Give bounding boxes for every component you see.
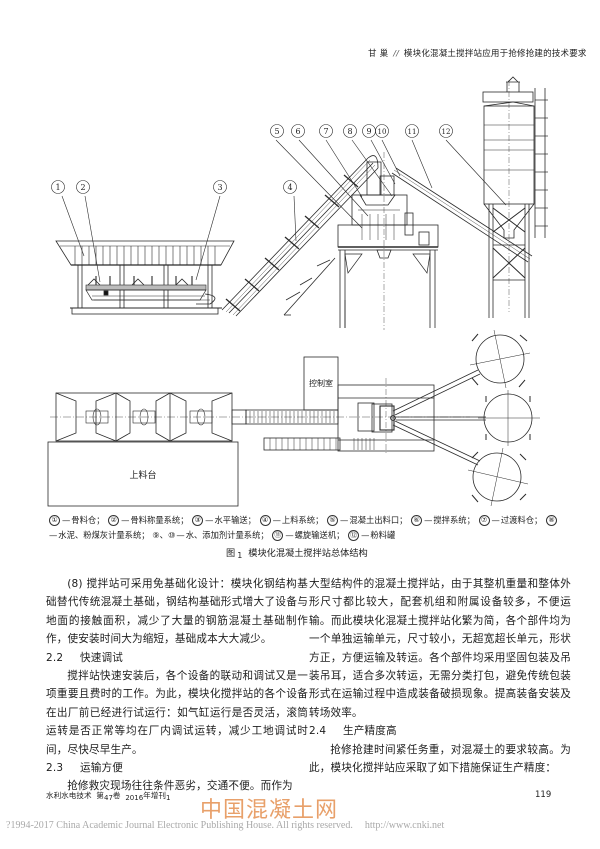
callout-1: 1	[51, 180, 65, 194]
control-room-label: 控制室	[309, 378, 333, 388]
elevation-view: 1 2 3 4 5 6 7 8 9 10 11 12	[51, 76, 548, 330]
svg-text:8: 8	[347, 127, 352, 136]
header-separator: //	[393, 49, 400, 58]
aggregate-bin	[55, 240, 235, 315]
callout-10: 10	[375, 124, 389, 138]
svg-text:3: 3	[217, 183, 222, 192]
svg-text:10: 10	[378, 128, 387, 136]
legend-item: ③—水平输送；	[191, 515, 256, 526]
copyright-line: ?1994-2017 China Academic Journal Electr…	[6, 820, 445, 831]
legend-item: ⑫—粉料罐	[348, 530, 396, 541]
caption-prefix: 图	[226, 548, 236, 559]
legend-item: ⑪—螺旋输送机；	[272, 530, 345, 541]
figure-1-drawing: 1 2 3 4 5 6 7 8 9 10 11 12	[47, 76, 548, 507]
cnki-link[interactable]: http://www.cnki.net	[364, 820, 445, 831]
callouts	[61, 139, 507, 283]
callout-9: 9	[362, 124, 376, 138]
watermark: 中国混凝土网	[200, 798, 339, 823]
paragraph-foundation: (8) 搅拌站可采用免基础化设计：模块化钢结构基础替代传统混凝土基础，钢结构基础…	[46, 578, 308, 646]
cement-silo	[482, 76, 548, 318]
plan-aggregate-bins	[50, 392, 470, 442]
caption-text: 模块化混凝土搅拌站总体结构	[248, 548, 368, 559]
legend-item: ⑦—过渡料仓；	[478, 515, 542, 526]
callout-7: 7	[319, 124, 333, 138]
header-authors: 甘 巢	[368, 49, 389, 59]
figure-legend: ①—骨料仓； ②—骨料称量系统； ③—水平输送； ④—上料系统； ⑤—混凝土出料…	[48, 513, 568, 543]
footer-journal-info: 水利水电技术 第47卷 2016年增刊1	[46, 791, 171, 802]
callout-markers: 1 2 3 4 5 6 7 8 9 10 11 12	[51, 124, 453, 194]
callout-2: 2	[76, 180, 90, 194]
legend-item: ④—上料系统；	[259, 515, 323, 526]
plan-silos	[467, 329, 540, 507]
svg-text:9: 9	[366, 127, 371, 136]
inclined-conveyor	[221, 155, 379, 317]
header-title: 模块化混凝土搅拌站应用于抢修抢建的技术要求	[403, 49, 587, 59]
body-left-column: (8) 搅拌站可采用免基础化设计：模块化钢结构基础替代传统混凝土基础，钢结构基础…	[46, 575, 308, 796]
body-right-column: 大型结构件的混凝土搅拌站，由于其整机重量和整体外形尺寸都比较大，配套机组和附属设…	[309, 575, 571, 777]
legend-item: ⑤—混凝土出料口；	[326, 515, 407, 526]
callout-12: 12	[439, 124, 453, 138]
svg-text:6: 6	[295, 127, 300, 136]
loading-platform-label: 上料台	[129, 469, 156, 481]
svg-text:7: 7	[323, 127, 328, 136]
legend-item: ⑧—水泥、粉煤灰计量系统；	[48, 515, 558, 540]
legend-item: ②—骨料称量系统；	[107, 515, 189, 526]
plan-loading-platform: 上料台	[47, 441, 239, 507]
mixing-plant	[337, 152, 439, 330]
plan-control-room: 控制室	[303, 356, 339, 411]
plan-conveyor	[231, 409, 375, 451]
page-number: 119	[535, 790, 552, 800]
legend-item: ①—骨料仓；	[48, 515, 105, 526]
plan-view: 上料台	[47, 329, 540, 507]
legend-item: ⑥—搅拌系统；	[410, 515, 475, 526]
callout-6: 6	[291, 124, 305, 138]
svg-text:4: 4	[287, 183, 292, 192]
legend-item: ⑨、⑩—水、添加剂计量系统；	[152, 530, 269, 540]
running-header: 甘 巢 // 模块化混凝土搅拌站应用于抢修抢建的技术要求	[368, 47, 587, 59]
plan-mixing-plant	[337, 378, 435, 455]
paragraph-quick-commissioning: 搅拌站快速安装后，各个设备的联动和调试又是一项重要且费时的工作。为此，模块化搅拌…	[46, 670, 308, 756]
callout-3: 3	[213, 180, 227, 194]
svg-text:1: 1	[55, 183, 60, 192]
paragraph-transport-intro: 抢修救灾现场往往条件恶劣，交通不便。而作为	[67, 780, 293, 793]
screw-conveyor	[391, 167, 533, 263]
plan-screw-conveyors	[392, 369, 486, 466]
svg-text:11: 11	[408, 128, 417, 136]
callout-11: 11	[405, 124, 419, 138]
paragraph-transport: 大型结构件的混凝土搅拌站，由于其整机重量和整体外形尺寸都比较大，配套机组和附属设…	[309, 578, 571, 719]
svg-text:2: 2	[80, 183, 85, 192]
svg-text:12: 12	[442, 128, 451, 136]
callout-5: 5	[270, 124, 284, 138]
callout-4: 4	[283, 180, 297, 194]
paragraph-precision: 抢修抢建时间紧任务重，对混凝土的要求较高。为此，模块化搅拌站应采取了如下措施保证…	[309, 743, 571, 775]
caption-number: 1	[237, 551, 243, 560]
callout-8: 8	[343, 124, 357, 138]
svg-text:5: 5	[274, 127, 279, 136]
